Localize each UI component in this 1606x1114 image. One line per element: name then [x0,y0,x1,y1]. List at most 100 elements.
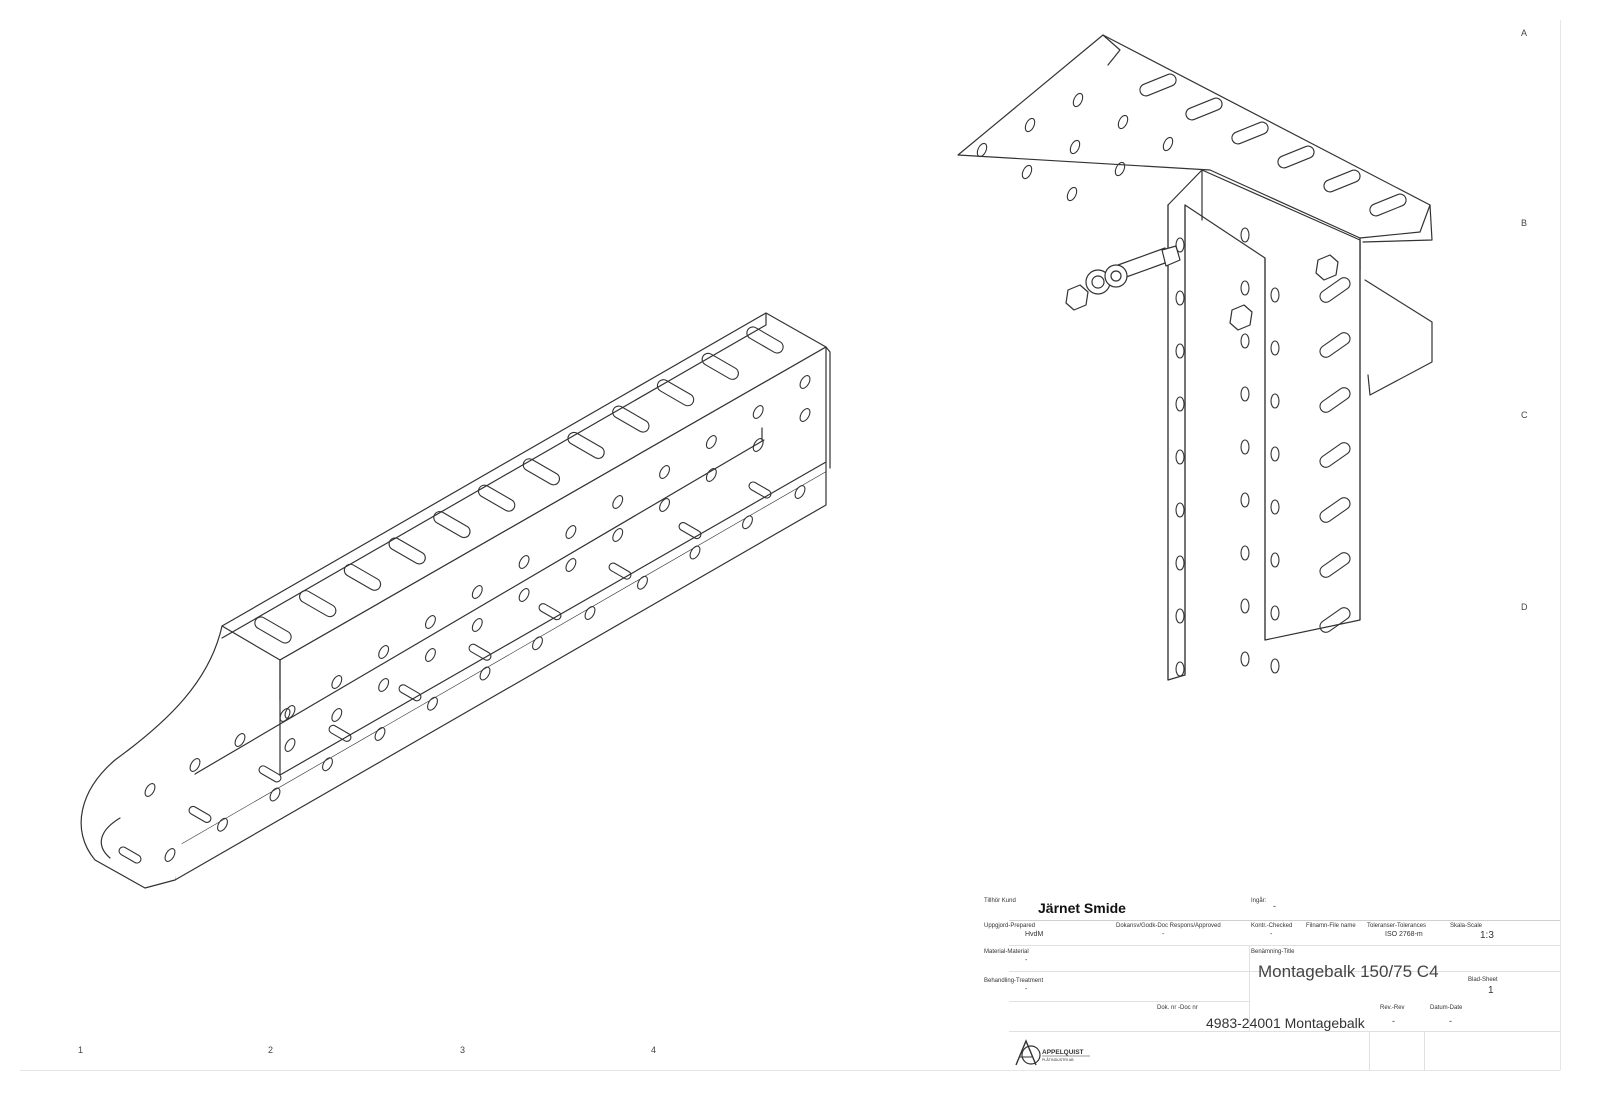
round-hole [331,708,343,722]
slot-hole [656,379,695,407]
docnr-value: 4983-24001 Montagebalk [1206,1015,1365,1031]
date-label: Datum-Date [1430,1005,1463,1011]
nut-front [1065,284,1089,311]
round-hole [752,405,764,419]
round-hole [1114,161,1126,177]
round-hole [794,485,806,499]
round-hole [1270,393,1280,409]
slot-hole [1319,607,1351,633]
scale-value: 1:3 [1480,930,1494,941]
round-hole [1175,555,1185,571]
round-hole [234,733,246,747]
round-hole [378,678,390,692]
slot-hole [188,805,212,823]
slot-hole [118,846,142,864]
round-hole [1175,449,1185,465]
prepared-label: Uppgjord-Prepared [984,923,1036,929]
filename-label: Filnamn-File name [1306,923,1356,929]
round-hole [1240,598,1250,614]
slot-hole [748,481,772,499]
round-hole [637,575,648,590]
round-hole [164,848,176,862]
title-value: Montagebalk 150/75 C4 [1258,962,1439,981]
scale-label: Skala-Scale [1450,923,1483,929]
round-hole [659,465,671,479]
round-hole [471,585,483,599]
slot-hole [1319,442,1351,468]
round-hole [1024,117,1036,133]
round-hole [1240,439,1250,455]
slot-hole [1369,193,1407,217]
slot-hole [388,537,426,565]
round-hole [1240,651,1250,667]
rev-label: Rev.-Rev [1380,1005,1405,1011]
round-hole [1270,658,1280,674]
round-hole [144,783,156,797]
title-block [1009,920,1560,1071]
rev-value: - [1392,1016,1395,1026]
slot-hole [1185,97,1223,121]
round-hole [1270,605,1280,621]
round-hole [1270,340,1280,356]
round-hole [1021,164,1033,180]
round-hole [427,696,438,711]
frame-right-border [1560,20,1561,1070]
round-hole [1175,502,1185,518]
round-hole [1240,333,1250,349]
zone-col-1: 1 [78,1045,84,1055]
round-hole [1270,287,1280,303]
tolerances-label: Toleranser-Tolerances [1367,923,1427,929]
round-hole [1072,92,1084,108]
round-hole [424,615,436,629]
assembly-isometric-view [957,34,1433,681]
round-hole [1240,492,1250,508]
round-hole [269,787,281,802]
title-label: Benämning-Title [1251,949,1295,955]
slot-hole [398,684,422,702]
zone-col-2: 2 [268,1045,274,1055]
beam-isometric-view [80,312,831,889]
approved-value: - [1162,931,1165,938]
zone-row-c: C [1521,410,1528,420]
slot-hole [1231,121,1269,145]
slot-hole [1319,497,1351,523]
sheet-value: 1 [1488,985,1494,996]
slot-hole [433,510,471,539]
round-hole [1117,114,1129,130]
slot-hole [299,590,337,618]
round-hole [1066,186,1078,202]
slot-hole [258,765,282,783]
ingar-label: Ingår: [1251,898,1267,904]
approved-label: Dokansv/Godk-Doc Respons/Approved [1116,923,1221,929]
slot-hole [678,522,702,540]
round-hole [1162,136,1174,152]
round-hole [565,525,577,539]
round-hole [705,435,717,449]
slot-hole [701,352,739,380]
nut-back [1315,254,1339,281]
round-hole [471,618,483,632]
slot-hole [1139,73,1177,97]
round-hole [331,675,343,689]
zone-row-a: A [1521,28,1528,38]
slot-hole [1319,332,1351,358]
round-hole [1240,386,1250,402]
slot-hole [343,563,382,591]
round-hole [612,528,624,542]
beam-end-cut [80,625,223,889]
round-hole [1069,139,1081,155]
round-hole [424,648,436,662]
round-hole [518,588,530,602]
round-hole [659,498,671,512]
docnr-label: Dok. nr -Doc nr [1157,1005,1198,1011]
treatment-value: - [1025,986,1028,993]
washer-2 [1104,264,1128,288]
round-hole [742,515,753,530]
logo-text-name: APPELQUIST [1042,1049,1084,1056]
company-logo: APPELQUIST PLÅTINDUSTRI AB [1015,1039,1090,1066]
round-hole [378,645,390,659]
slot-hole [612,405,650,433]
round-hole [1270,446,1280,462]
round-hole [518,555,530,569]
